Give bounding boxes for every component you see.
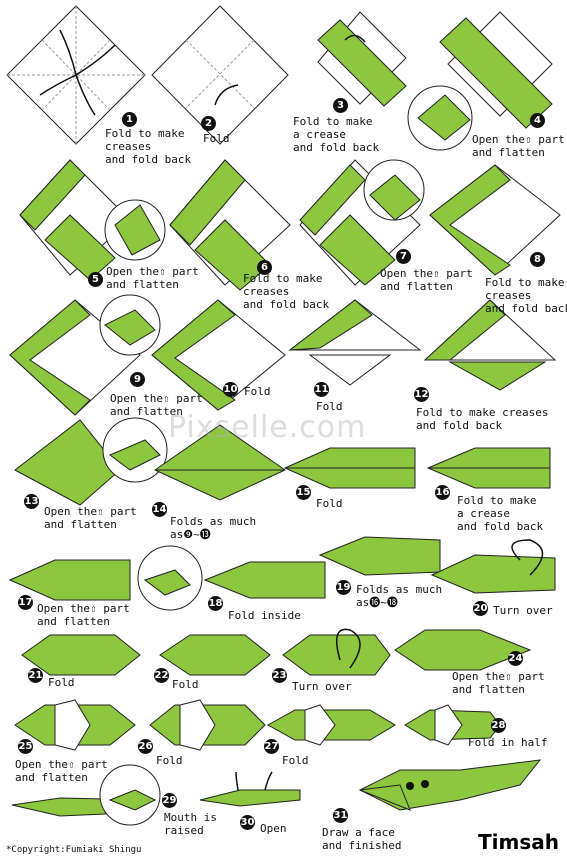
step-21-diagram <box>21 634 141 676</box>
step-22-diagram <box>159 634 271 676</box>
step-caption: Fold <box>172 678 199 691</box>
step-caption: Fold <box>203 132 230 145</box>
step-number: 2 <box>201 116 216 131</box>
step-24-diagram <box>394 629 532 671</box>
step-caption: Open <box>260 822 287 835</box>
step-caption: Turn over <box>292 680 352 693</box>
step-12-diagram <box>423 299 557 391</box>
step-26-diagram <box>149 699 266 751</box>
step-number: 22 <box>154 668 169 683</box>
step-caption: Fold <box>282 754 309 767</box>
step-15-diagram <box>283 447 416 489</box>
step-caption: Fold to make a crease and fold back <box>293 115 380 154</box>
step-number: 8 <box>530 252 545 267</box>
step-14-diagram <box>153 424 287 501</box>
step-caption: Open the⇧ part and flatten <box>472 133 565 159</box>
step-19-diagram <box>318 536 441 576</box>
step-9-diagram <box>9 294 161 416</box>
step-number: 30 <box>240 815 255 830</box>
step-number: 25 <box>18 739 33 754</box>
step-number: 9 <box>130 372 145 387</box>
step-6-diagram <box>169 159 291 291</box>
step-caption: Mouth is raised <box>164 811 217 837</box>
step-number: 15 <box>296 485 311 500</box>
step-29-diagram <box>11 764 161 826</box>
step-caption: Fold to make creases and fold back <box>485 276 567 315</box>
step-caption: Open the⇧ part and flatten <box>452 670 545 696</box>
step-31-diagram <box>358 759 542 811</box>
step-number: 13 <box>24 494 39 509</box>
step-2-diagram <box>151 5 289 145</box>
step-11-diagram <box>288 299 422 386</box>
diagram-title: Timsah <box>478 830 559 854</box>
step-caption: Fold to make creases and fold back <box>105 127 192 166</box>
step-caption: Open the⇧ part and flatten <box>106 265 199 291</box>
step-27-diagram <box>266 704 396 746</box>
step-10-diagram <box>151 299 286 411</box>
step-number: 10 <box>223 382 238 397</box>
step-number: 31 <box>333 808 348 823</box>
step-5-diagram <box>19 159 166 281</box>
step-number: 29 <box>162 793 177 808</box>
step-3-diagram <box>317 11 407 107</box>
step-20-diagram <box>430 539 556 594</box>
step-caption: Fold <box>316 497 343 510</box>
step-18-diagram <box>203 561 326 599</box>
step-caption: Fold to make creases and fold back <box>243 272 330 311</box>
step-caption: Open the⇧ part and flatten <box>110 392 203 418</box>
step-number: 28 <box>491 718 506 733</box>
step-23-diagram <box>282 628 391 676</box>
step-caption: Folds as much as⓰~⓲ <box>356 583 443 609</box>
step-4-diagram <box>407 11 553 151</box>
step-number: 3 <box>333 98 348 113</box>
step-number: 16 <box>435 485 450 500</box>
watermark: Pixselle.com <box>168 410 367 445</box>
step-caption: Fold in half <box>468 736 548 749</box>
step-caption: Draw a face and finished <box>322 826 402 852</box>
step-number: 19 <box>336 580 351 595</box>
step-25-diagram <box>14 699 136 751</box>
step-caption: Fold <box>156 754 183 767</box>
step-number: 14 <box>152 502 167 517</box>
step-caption: Fold <box>244 385 271 398</box>
step-13-diagram <box>14 417 168 506</box>
step-caption: Fold to make a crease and fold back <box>457 494 544 533</box>
step-30-diagram <box>199 771 301 807</box>
step-number: 5 <box>88 272 103 287</box>
step-number: 27 <box>264 739 279 754</box>
step-16-diagram <box>426 447 551 489</box>
step-17-diagram <box>8 545 203 611</box>
step-number: 6 <box>257 260 272 275</box>
step-caption: Fold to make creases and fold back <box>416 406 549 432</box>
step-caption: Open the⇧ part and flatten <box>44 505 137 531</box>
step-caption: Turn over <box>493 604 553 617</box>
step-number: 17 <box>18 595 33 610</box>
step-7-diagram <box>299 159 425 286</box>
step-number: 12 <box>414 387 429 402</box>
step-number: 24 <box>508 651 523 666</box>
step-caption: Fold <box>48 676 75 689</box>
step-8-diagram <box>429 164 561 276</box>
step-caption: Fold inside <box>228 609 301 622</box>
step-number: 1 <box>122 112 137 127</box>
step-caption: Folds as much as❾~⓭ <box>170 515 257 541</box>
step-number: 20 <box>473 601 488 616</box>
step-number: 23 <box>272 668 287 683</box>
step-caption: Open the⇧ part and flatten <box>15 758 108 784</box>
copyright-notice: *Copyright:Fumiaki Shingu <box>6 845 142 855</box>
step-caption: Open the⇧ part and flatten <box>380 267 473 293</box>
step-number: 21 <box>28 668 43 683</box>
step-number: 7 <box>396 249 411 264</box>
step-number: 4 <box>530 113 545 128</box>
step-1-diagram <box>6 5 146 145</box>
step-number: 18 <box>208 596 223 611</box>
step-caption: Open the⇧ part and flatten <box>37 602 130 628</box>
step-caption: Fold <box>316 400 343 413</box>
step-number: 11 <box>314 382 329 397</box>
step-number: 26 <box>138 739 153 754</box>
